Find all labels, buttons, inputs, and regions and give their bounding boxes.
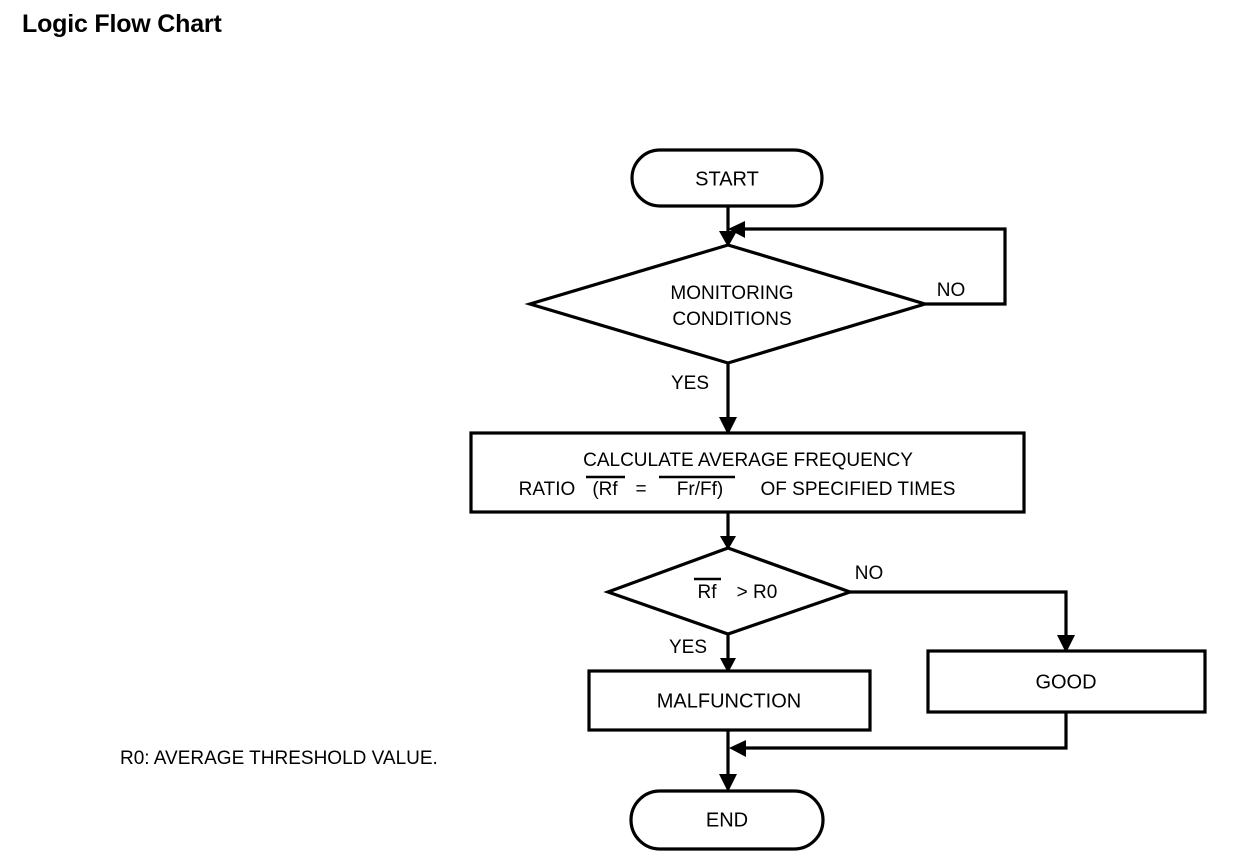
calculate-label-equals: = (635, 479, 646, 500)
end-label: END (706, 809, 748, 831)
edge-label-compare-no: NO (855, 563, 884, 584)
node-malfunction[interactable]: MALFUNCTION (587, 669, 872, 732)
legend-note: R0: AVERAGE THRESHOLD VALUE. (120, 748, 438, 769)
node-good[interactable]: GOOD (926, 649, 1207, 714)
edge-monitoring-no-loop (735, 227, 1007, 306)
good-label: GOOD (1035, 671, 1096, 693)
edge-compare-no-to-good (850, 590, 1068, 649)
arrowhead-into-good (1057, 635, 1075, 653)
calculate-label-ratio: RATIO (519, 479, 576, 500)
monitoring-label-line1: MONITORING (670, 283, 793, 304)
calculate-shape (469, 431, 1026, 514)
node-start[interactable]: START (630, 148, 824, 208)
end-shape (629, 789, 825, 851)
arrowhead-into-monitoring (719, 231, 737, 247)
edge-label-monitoring-no: NO (937, 280, 966, 301)
node-compare-rf-r0[interactable]: Rf > R0 (603, 546, 855, 636)
page-title: Logic Flow Chart (22, 10, 222, 38)
edge-good-to-end (736, 712, 1068, 750)
arrowhead-good-merge (729, 740, 746, 757)
calculate-label-line1: CALCULATE AVERAGE FREQUENCY (583, 450, 913, 471)
arrowhead-into-compare (720, 536, 736, 550)
arrowhead-into-calculate (719, 417, 737, 435)
edge-label-compare-yes: YES (669, 637, 707, 658)
monitoring-label-line2: CONDITIONS (672, 309, 791, 330)
compare-diamond (603, 546, 855, 636)
compare-label-rf: Rf (698, 582, 718, 603)
calculate-label-rf: (Rf (592, 479, 618, 500)
calculate-label-tail: OF SPECIFIED TIMES (761, 479, 956, 500)
node-monitoring-conditions[interactable]: MONITORING CONDITIONS (524, 243, 931, 365)
arrowhead-into-end (719, 774, 737, 792)
start-label: START (695, 168, 759, 190)
compare-label-rest: > R0 (737, 582, 778, 603)
calculate-label-frff: Fr/Ff) (677, 479, 723, 500)
malfunction-label: MALFUNCTION (657, 690, 801, 712)
arrowhead-into-malfunction (720, 658, 736, 673)
node-end[interactable]: END (629, 789, 825, 851)
node-calculate-average-frequency[interactable]: CALCULATE AVERAGE FREQUENCY RATIO (Rf = … (469, 431, 1026, 514)
arrowhead-monitoring-no-loop (728, 221, 745, 238)
edge-label-monitoring-yes: YES (671, 373, 709, 394)
